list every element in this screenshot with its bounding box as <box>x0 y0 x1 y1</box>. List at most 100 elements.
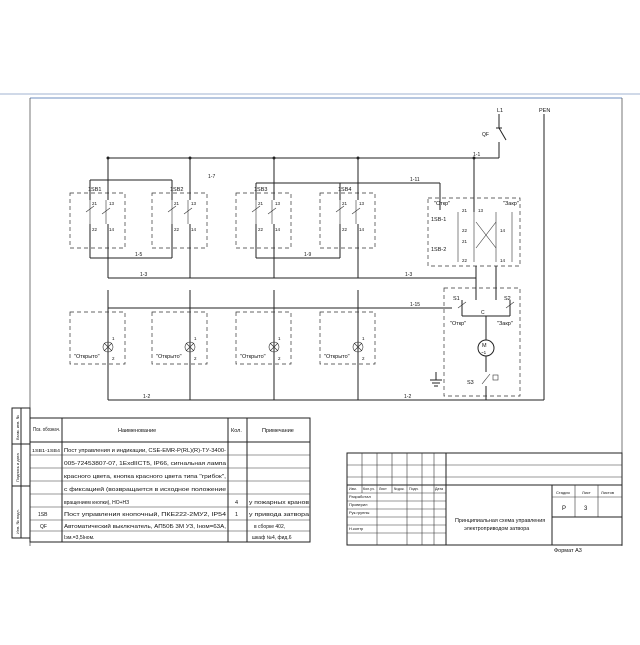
tb-sheet-h: Лист <box>582 490 591 495</box>
tb-col-podp: Подп. <box>409 487 419 491</box>
strip-inv: Инв. № подл. <box>15 509 20 534</box>
station-c14a: 14 <box>500 228 506 233</box>
station-c21b: 21 <box>462 239 468 244</box>
label-s3: S3 <box>467 380 474 386</box>
spec-r0-pos: 1SB1-1SB4 <box>32 448 61 453</box>
spec-r1-name: 005-72453807-07, 1ExdIICT5, IP66, сигнал… <box>64 461 226 467</box>
lamp-4-label: "Открыто" <box>324 354 350 360</box>
post-2-c21: 21 <box>174 201 180 206</box>
wire-1-3-right: 1-3 <box>405 272 412 278</box>
post-1-c22: 22 <box>92 227 98 232</box>
lamp-4-pin2: 2 <box>362 356 365 361</box>
station-c21a: 21 <box>462 208 468 213</box>
lamp-4-pin1: 1 <box>362 336 365 341</box>
tb-col-kol: Кол.уч. <box>363 487 375 491</box>
motor-sub: ~1 <box>481 350 487 355</box>
station-sb2: 1SB-2 <box>431 247 446 253</box>
lamp-2-pin1: 1 <box>194 336 197 341</box>
station-c22b: 22 <box>462 258 468 263</box>
post-2-c13: 13 <box>191 201 197 206</box>
tb-role-n: Н.контр <box>349 526 364 531</box>
wire-1-2-right: 1-2 <box>404 394 411 400</box>
tb-title-line2: электроприводом затвора <box>464 526 529 532</box>
posts-group: 1SB1 1SB2 1SB3 1SB4 21 13 22 14 21 13 22… <box>69 187 376 249</box>
s1-label: "Откр" <box>450 321 466 327</box>
station-c14b: 14 <box>500 258 506 263</box>
spec-r5-qty: 1 <box>235 512 238 518</box>
post-3-c13: 13 <box>275 201 281 206</box>
post-1-c14: 14 <box>109 227 115 232</box>
spec-h-qty: Кол. <box>231 428 242 434</box>
strip-sign: Подпись и дата <box>15 452 20 482</box>
spec-h-note: Примечание <box>262 428 294 434</box>
post-4-c22: 22 <box>342 227 348 232</box>
post-3-c22: 22 <box>258 227 264 232</box>
spec-r7-name: Iэм.=3,5Iном. <box>64 535 94 541</box>
label-s1: S1 <box>453 296 460 302</box>
tb-role-razr: Разработал <box>349 494 371 499</box>
post-1-c13: 13 <box>109 201 115 206</box>
tb-format: Формат А3 <box>554 548 582 554</box>
lamp-1-pin2: 2 <box>112 356 115 361</box>
title-block <box>346 452 623 546</box>
post-2-c22: 22 <box>174 227 180 232</box>
post-3-c14: 14 <box>275 227 281 232</box>
tb-sheet: 3 <box>584 506 588 512</box>
station-c22a: 22 <box>462 228 468 233</box>
tb-role-prov: Проверил <box>349 502 368 507</box>
spec-r4-name: вращением кнопки), НО+НЗ <box>64 500 129 506</box>
post-1-c21: 21 <box>92 201 98 206</box>
wire-1-2-left: 1-2 <box>143 394 150 400</box>
post-3-name: 1SB3 <box>254 187 267 193</box>
spec-h-pos: Поз. обознач. <box>33 427 60 433</box>
lamp-2-pin2: 2 <box>194 356 197 361</box>
spec-r7-note: шкаф №4, фид.6 <box>252 535 292 541</box>
tb-stage: Р <box>562 506 566 512</box>
wire-1-9: 1-9 <box>304 252 311 258</box>
motor-label: M <box>482 343 487 349</box>
station-c13a: 13 <box>478 208 484 213</box>
spec-r5-pos: 1SB <box>38 512 48 518</box>
spec-r4-note: у пожарных кранов <box>249 500 309 506</box>
post-4-c14: 14 <box>359 227 365 232</box>
post-4-name: 1SB4 <box>338 187 351 193</box>
lamp-1-pin1: 1 <box>112 336 115 341</box>
label-c: C <box>481 310 485 316</box>
post-1-name: 1SB1 <box>88 187 101 193</box>
post-4-c13: 13 <box>359 201 365 206</box>
wire-1-11: 1-11 <box>410 177 420 183</box>
spec-r5-note: у привода затвора <box>249 512 309 518</box>
lamp-3-pin2: 2 <box>278 356 281 361</box>
post-2-c14: 14 <box>191 227 197 232</box>
spec-r2-name: красного цвета, кнопка красного цвета ти… <box>64 474 226 480</box>
station-sb1: 1SB-1 <box>431 217 446 223</box>
lamp-3-label: "Открыто" <box>240 354 266 360</box>
wire-1-7: 1-7 <box>208 174 215 180</box>
wire-1-5: 1-5 <box>135 252 142 258</box>
spec-r6-name: Автоматический выключатель, АП50Б 3М УЗ,… <box>64 523 226 530</box>
spec-r6-pos: QF <box>40 524 47 530</box>
tb-col-izm: Изм. <box>349 487 357 491</box>
label-s2: S2 <box>504 296 511 302</box>
lamp-3-pin1: 1 <box>278 336 281 341</box>
label-qf: QF <box>482 132 489 138</box>
spec-table <box>29 417 311 543</box>
lamp-1-label: "Открыто" <box>74 354 100 360</box>
lamps <box>102 341 364 353</box>
tb-col-doc: №док. <box>394 487 405 491</box>
tb-col-date: Дата <box>435 487 443 491</box>
wire-1-3-left: 1-3 <box>140 272 147 278</box>
wire-1-15: 1-15 <box>410 302 420 308</box>
spec-r4-qty: 4 <box>235 500 238 506</box>
tb-col-list: Лист <box>379 487 387 491</box>
tb-role-ruk: Рук.группы <box>349 510 370 515</box>
post-4-c21: 21 <box>342 201 348 206</box>
tb-title-line1: Принципиальная схема управления <box>455 518 545 524</box>
spec-r3-name: с фиксацией (возвращается в исходное пол… <box>64 486 226 493</box>
strip-replace: Взам. инв. № <box>15 415 20 440</box>
post-2-name: 1SB2 <box>170 187 183 193</box>
station-close: "Закр" <box>503 201 519 207</box>
post-3-c21: 21 <box>258 201 264 206</box>
